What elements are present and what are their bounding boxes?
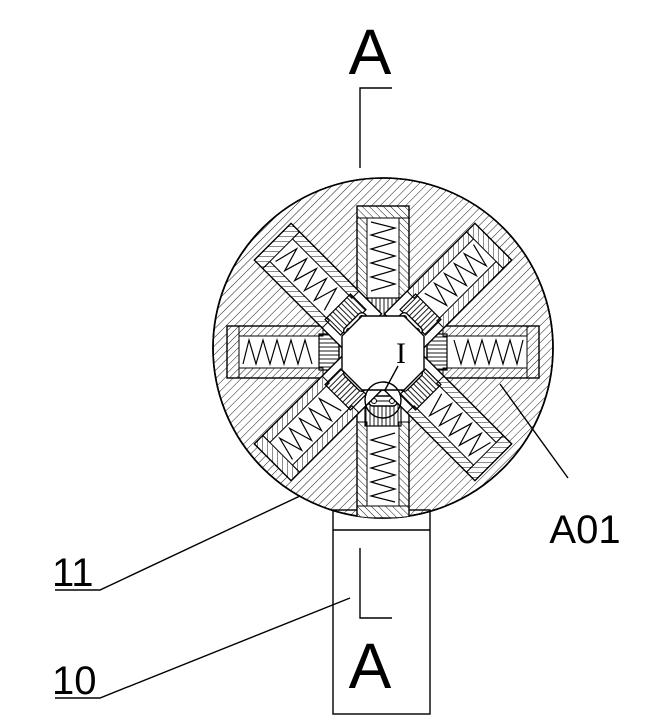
section-mark-top: A [349, 16, 392, 88]
label-part-11: 11 [52, 551, 94, 595]
detail-mark: I [396, 337, 406, 370]
label-part-10: 10 [52, 659, 97, 703]
central-bore [341, 315, 425, 391]
detail-circle [364, 381, 402, 419]
section-line-bottom [359, 548, 392, 619]
section-mark-bottom: A [349, 630, 392, 702]
base-block [332, 509, 431, 715]
leader-10 [55, 597, 351, 699]
leader-a01 [499, 383, 569, 479]
label-part-a01: A01 [549, 508, 620, 552]
section-line-top [359, 87, 392, 168]
leader-11 [55, 495, 301, 591]
